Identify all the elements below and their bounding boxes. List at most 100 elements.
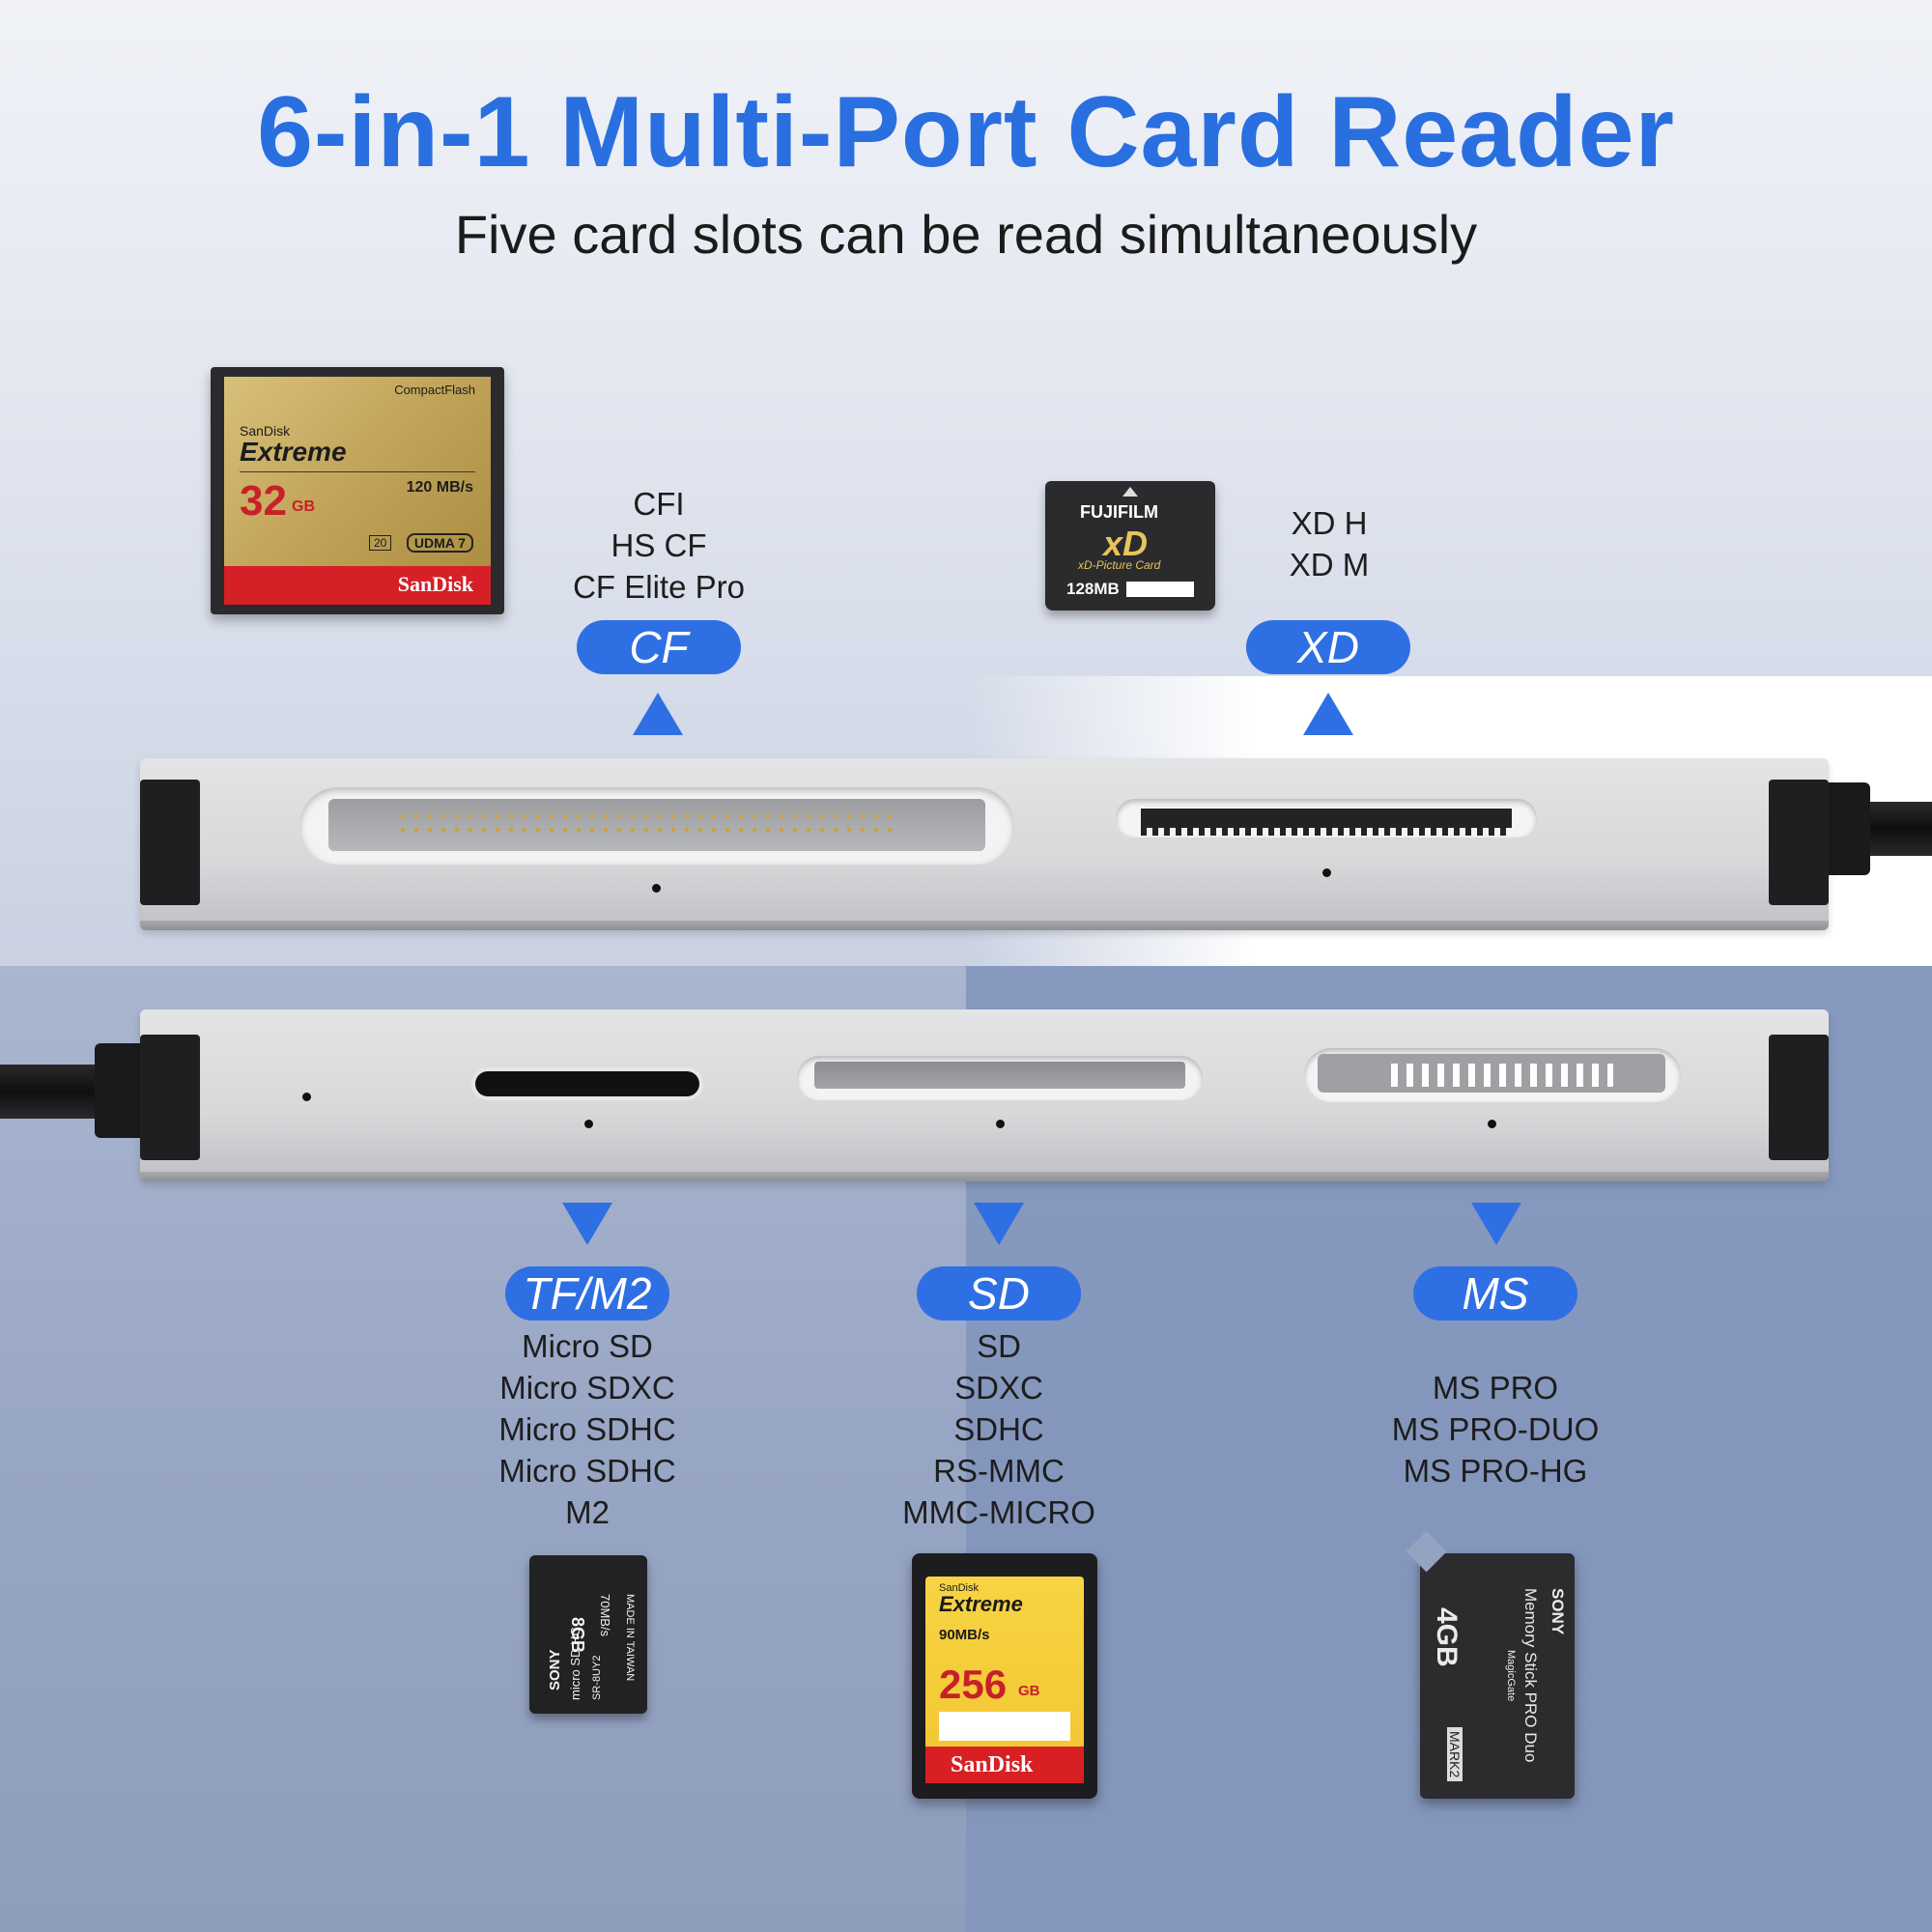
sd-card-label-area — [939, 1712, 1070, 1741]
endcap-left — [140, 1035, 200, 1160]
cf-card-udma: UDMA 7 — [406, 533, 473, 553]
sd-supported-list: SD SDXC SDHC RS-MMC MMC-MICRO — [854, 1325, 1144, 1533]
xd-card-brand: FUJIFILM — [1080, 502, 1158, 522]
microsd-card-image: SONY micro SD HC 8GB 70MB/s MADE IN TAIW… — [529, 1555, 647, 1714]
xd-slot-tag: XD — [1246, 620, 1410, 674]
sd-support-item: RS-MMC — [933, 1453, 1065, 1489]
cf-card-divider — [240, 471, 475, 472]
tf-card-code: SR-8UY2 — [591, 1655, 603, 1700]
cf-card-vpg: 20 — [369, 535, 392, 551]
xd-card-logo: xD — [1103, 524, 1149, 563]
bar-edge — [140, 921, 1829, 930]
xd-card-capacity: 128MB — [1066, 580, 1120, 598]
cf-slot — [299, 787, 1014, 865]
sd-card-face: SanDisk Extreme 90MB/s 256 GB SanDisk — [925, 1577, 1084, 1783]
sd-support-item: SDHC — [953, 1411, 1044, 1447]
tf-card-speed: 70MB/s — [598, 1594, 612, 1637]
xd-slot — [1116, 799, 1537, 838]
sd-slot — [797, 1056, 1203, 1100]
card-reader-top-side — [140, 758, 1829, 930]
ms-slot-contacts — [1391, 1064, 1613, 1087]
tf-indicator-led — [584, 1120, 593, 1128]
cf-card-type: CompactFlash — [394, 383, 475, 397]
ms-card-brand: SONY — [1548, 1588, 1567, 1635]
page-subtitle: Five card slots can be read simultaneous… — [454, 204, 1478, 265]
ms-card-capacity: 4GB — [1431, 1607, 1463, 1667]
usb-cable-right — [1864, 802, 1932, 856]
cf-supported-list: CFI HS CF CF Elite Pro — [514, 483, 804, 608]
xd-arrow-up-icon — [1303, 693, 1353, 735]
tf-support-item: Micro SDXC — [499, 1370, 675, 1406]
tf-support-item: Micro SD — [522, 1328, 653, 1364]
sd-card-capacity: 256 — [939, 1662, 1008, 1707]
bar-edge — [140, 1172, 1829, 1181]
cf-slot-opening — [328, 799, 985, 851]
sd-card-logo: SanDisk — [951, 1752, 1034, 1777]
sd-card-image: SanDisk Extreme 90MB/s 256 GB SanDisk — [912, 1553, 1097, 1799]
sd-card-line: Extreme — [939, 1592, 1023, 1616]
xd-slot-opening — [1141, 809, 1512, 828]
sd-card-unit: GB — [1018, 1683, 1040, 1699]
sd-slot-opening — [814, 1062, 1185, 1089]
cf-card-speed: 120 MB/s — [406, 479, 473, 496]
cf-card-image: CompactFlash SanDisk Extreme 32 GB 120 M… — [211, 367, 504, 614]
sd-support-item: MMC-MICRO — [902, 1494, 1095, 1530]
sd-indicator-led — [996, 1120, 1005, 1128]
tf-card-capacity: 8GB — [568, 1617, 587, 1654]
tf-card-origin: MADE IN TAIWAN — [624, 1594, 636, 1682]
cf-indicator-led — [652, 884, 661, 893]
xd-card-sub: xD-Picture Card — [1078, 558, 1161, 572]
cf-card-stripe: SanDisk — [224, 566, 491, 605]
cf-arrow-up-icon — [633, 693, 683, 735]
endcap-right — [1769, 1035, 1829, 1160]
xd-card-arrow-icon — [1122, 487, 1138, 497]
xd-supported-list: XD H XD M — [1184, 502, 1474, 585]
ms-card-mark: MARK2 — [1447, 1727, 1463, 1782]
xd-indicator-led — [1322, 868, 1331, 877]
sd-arrow-down-icon — [974, 1203, 1024, 1245]
ms-support-item: MS PRO-HG — [1403, 1453, 1588, 1489]
tf-support-item: Micro SDHC — [498, 1411, 676, 1447]
cf-slot-tag: CF — [577, 620, 741, 674]
sd-support-item: SD — [977, 1328, 1021, 1364]
memory-stick-image: 4GB SONY Memory Stick PRO Duo MagicGate … — [1406, 1530, 1575, 1799]
ms-card-sub: MagicGate — [1505, 1650, 1517, 1702]
cf-slot-pins — [396, 814, 898, 818]
xd-support-item: XD M — [1289, 547, 1370, 582]
cable-collar-left — [95, 1043, 147, 1138]
endcap-left — [140, 780, 200, 905]
cf-support-item: HS CF — [611, 527, 707, 563]
tf-support-item: Micro SDHC — [498, 1453, 676, 1489]
tf-card-brand: SONY — [547, 1649, 563, 1690]
sd-card-stripe: SanDisk — [925, 1747, 1084, 1783]
ms-support-item: MS PRO-DUO — [1391, 1411, 1600, 1447]
endcap-right — [1769, 780, 1829, 905]
cf-card-unit: GB — [292, 498, 315, 515]
xd-slot-contacts — [1141, 826, 1512, 836]
cf-card-logo: SanDisk — [397, 572, 473, 596]
cf-card-brand-small: SanDisk — [240, 423, 291, 439]
tf-support-item: M2 — [565, 1494, 610, 1530]
cf-card-face: CompactFlash SanDisk Extreme 32 GB 120 M… — [224, 377, 491, 605]
cf-slot-pins — [396, 828, 898, 832]
sd-slot-tag: SD — [917, 1266, 1081, 1321]
tf-slot-tag: TF/M2 — [505, 1266, 669, 1321]
page-title: 6-in-1 Multi-Port Card Reader — [257, 76, 1675, 188]
sd-card-brand-small: SanDisk — [939, 1582, 979, 1594]
tf-supported-list: Micro SD Micro SDXC Micro SDHC Micro SDH… — [442, 1325, 732, 1533]
ms-arrow-down-icon — [1471, 1203, 1521, 1245]
cable-collar-right — [1824, 782, 1870, 875]
ms-support-item: MS PRO — [1432, 1370, 1559, 1406]
ms-card-line: Memory Stick PRO Duo — [1521, 1588, 1540, 1763]
sd-support-item: SDXC — [954, 1370, 1043, 1406]
cf-card-line: Extreme — [240, 437, 347, 467]
cf-support-item: CFI — [633, 486, 685, 522]
cf-card-capacity: 32 — [240, 477, 287, 525]
cf-support-item: CF Elite Pro — [573, 569, 745, 605]
ms-supported-list: MS PRO MS PRO-DUO MS PRO-HG — [1350, 1367, 1640, 1492]
tf-slot — [475, 1071, 699, 1096]
usb-cable-left — [0, 1065, 106, 1119]
ms-slot — [1304, 1048, 1681, 1102]
xd-card-label — [1126, 582, 1194, 597]
